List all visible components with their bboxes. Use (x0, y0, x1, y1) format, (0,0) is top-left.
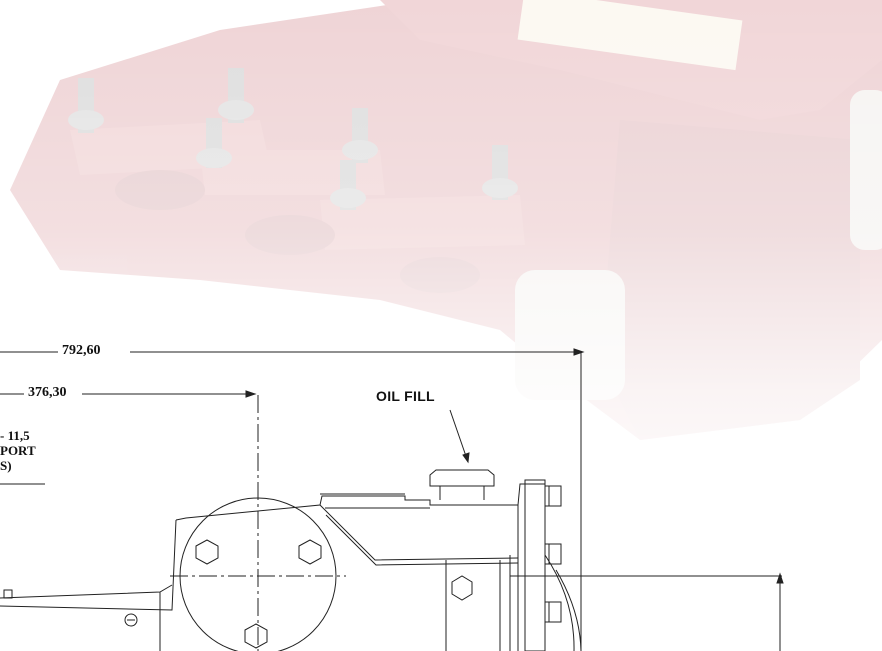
flange-bolt (451, 575, 473, 601)
flange-bolt (244, 623, 268, 649)
crankcase-left (0, 519, 177, 611)
dim-port-label: 376,30 (28, 385, 67, 400)
note-line-2: PORT (0, 443, 36, 458)
dim-overall-label: 792,60 (62, 343, 101, 358)
oil-fill-leader (449, 409, 469, 463)
note-line-3: S) (0, 458, 12, 473)
crankcase-top (175, 483, 545, 521)
port-note: - 11,5 PORT S) (0, 428, 36, 473)
manifold-plate (524, 479, 546, 651)
flange-bolt (195, 539, 219, 565)
drain-hole (124, 613, 138, 627)
flange-bolt (298, 539, 322, 565)
oil-fill-callout: OIL FILL (376, 388, 435, 404)
note-line-1: - 11,5 (0, 428, 30, 443)
oil-fill-cap (429, 469, 495, 487)
